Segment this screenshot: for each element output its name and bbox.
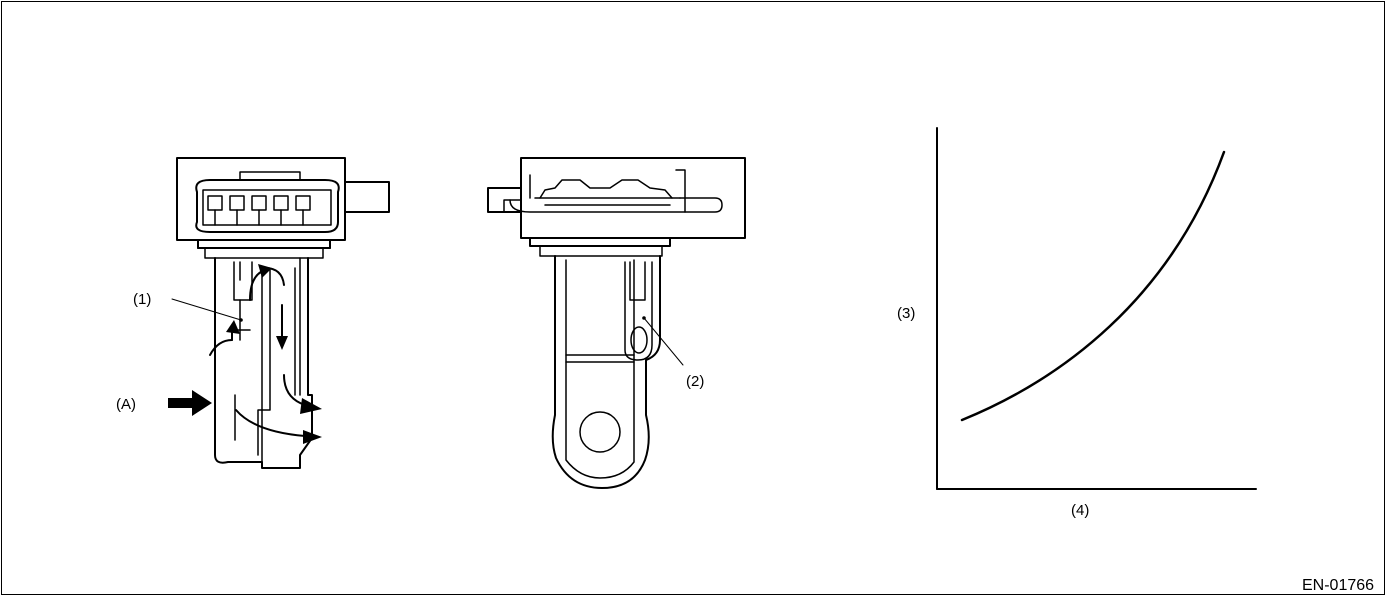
inlet-arrow-icon <box>168 390 212 416</box>
graph-curve <box>960 150 1226 422</box>
airflow-sensor-side-view <box>168 157 390 469</box>
output-graph <box>936 127 1257 490</box>
callout-1-label: (1) <box>133 291 151 308</box>
callout-2-label: (2) <box>686 373 704 390</box>
callout-a-label: (A) <box>116 396 136 413</box>
figure-code: EN-01766 <box>1302 577 1374 594</box>
callout-4-label: (4) <box>1071 502 1089 519</box>
airflow-sensor-front-view <box>487 157 746 489</box>
callout-3-label: (3) <box>897 305 915 322</box>
